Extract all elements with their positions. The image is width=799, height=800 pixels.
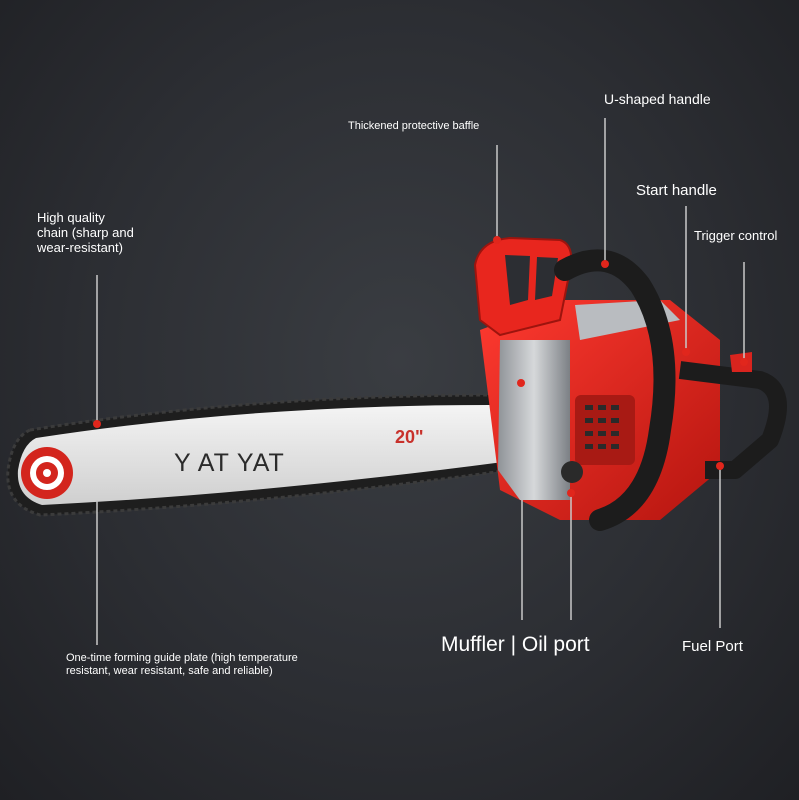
label-chain: High quality chain (sharp and wear-resis… bbox=[37, 210, 134, 255]
label-start-handle: Start handle bbox=[636, 182, 717, 199]
guide-bar bbox=[6, 393, 512, 517]
bar-size-text: 20" bbox=[395, 427, 424, 447]
sprocket-icon bbox=[21, 447, 73, 499]
label-baffle: Thickened protective baffle bbox=[348, 120, 480, 132]
callout-markers bbox=[93, 236, 748, 497]
baffle-cutouts bbox=[505, 255, 558, 305]
label-fuel-port: Fuel Port bbox=[682, 638, 743, 655]
label-u-handle: U-shaped handle bbox=[604, 91, 711, 107]
u-shaped-handle bbox=[554, 249, 676, 531]
rear-handle bbox=[678, 361, 787, 479]
label-guide-plate: One-time forming guide plate (high tempe… bbox=[66, 652, 298, 677]
label-trigger: Trigger control bbox=[694, 228, 778, 243]
bar-brand-text: Y AT YAT bbox=[174, 449, 285, 477]
powerhead bbox=[480, 300, 720, 520]
callout-lines bbox=[96, 118, 745, 645]
label-muffler-oil: Muffler | Oil port bbox=[441, 633, 590, 656]
